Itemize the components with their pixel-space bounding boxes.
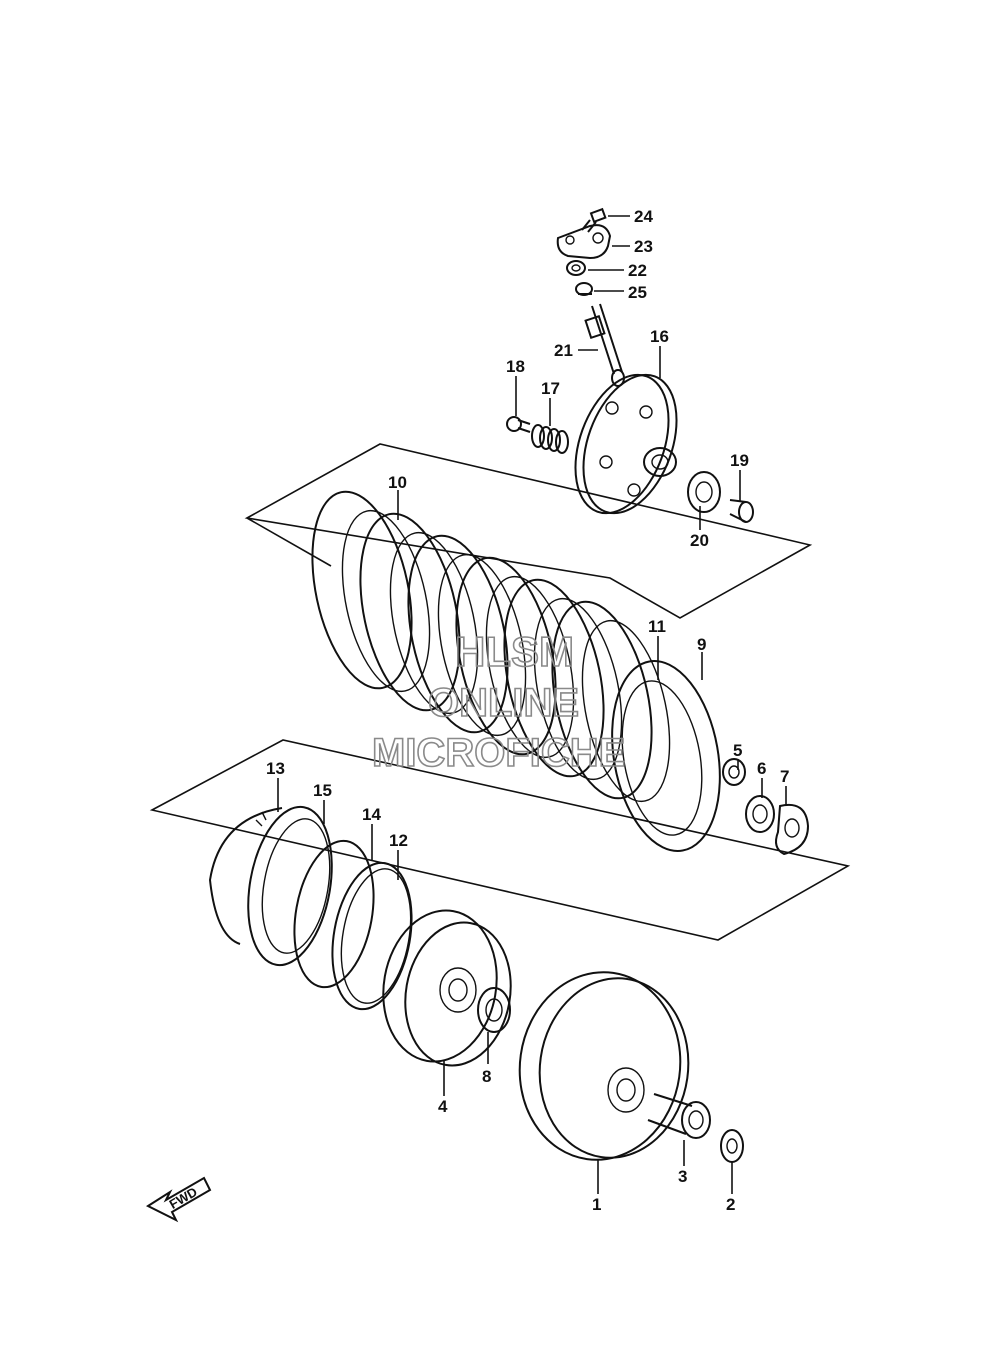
callout-8: 8 (482, 1067, 491, 1086)
seal-22 (566, 260, 586, 276)
callout-20: 20 (690, 531, 709, 550)
spacer-3 (647, 1093, 711, 1139)
bolt-18 (506, 416, 531, 433)
bearing-20 (687, 471, 721, 513)
plate-23 (556, 224, 612, 260)
callout-3: 3 (678, 1167, 687, 1186)
watermark-line-3: MICROFICHE (372, 731, 625, 775)
watermark: HLSM ONLINE MICROFICHE (371, 627, 626, 776)
callout-1: 1 (592, 1195, 601, 1214)
seat-13 (208, 807, 283, 945)
callout-7: 7 (780, 767, 789, 786)
callout-9: 9 (697, 635, 706, 654)
callout-14: 14 (362, 805, 381, 824)
driven-plates-11 (341, 509, 671, 803)
pressure-plate-16 (574, 373, 678, 515)
callout-16: 16 (650, 327, 669, 346)
plate-group-frame (244, 443, 813, 619)
washer-2 (720, 1129, 744, 1163)
spring-17 (531, 424, 569, 454)
spring-washer-seat-14 (293, 839, 375, 989)
callout-25: 25 (628, 283, 647, 302)
callout-15: 15 (313, 781, 332, 800)
watermark-line-2: ONLINE (428, 681, 579, 725)
nut-5 (722, 758, 746, 786)
clutch-hub-4 (382, 909, 512, 1067)
lock-washer-7 (775, 804, 810, 856)
callout-11: 11 (648, 617, 666, 636)
callout-12: 12 (389, 831, 408, 850)
spring-washer-15 (247, 805, 333, 967)
washer-6 (745, 795, 775, 833)
callout-2: 2 (726, 1195, 735, 1214)
callout-19: 19 (730, 451, 749, 470)
watermark-line-1: HLSM (455, 628, 574, 675)
callout-13: 13 (266, 759, 285, 778)
callout-17: 17 (541, 379, 560, 398)
fwd-label: FWD (167, 1184, 200, 1212)
callout-24: 24 (634, 207, 653, 226)
primary-driven-gear-1 (518, 971, 690, 1161)
drive-plate-9 (611, 660, 721, 852)
leader-lines (277, 215, 787, 1194)
wire-ring-12 (331, 861, 413, 1011)
pin-19 (729, 499, 754, 523)
fwd-direction-badge: FWD (145, 1176, 212, 1223)
callout-10: 10 (388, 473, 407, 492)
callout-23: 23 (634, 237, 653, 256)
callout-22: 22 (628, 261, 647, 280)
hub-group-frame (149, 739, 851, 941)
callout-21: 21 (554, 341, 573, 360)
plate-frame-edge-left (246, 517, 332, 567)
callout-6: 6 (757, 759, 766, 778)
cap-25 (575, 282, 593, 296)
callout-5: 5 (733, 741, 742, 760)
release-rod-21 (584, 303, 625, 387)
callout-4: 4 (438, 1097, 448, 1116)
callout-18: 18 (506, 357, 525, 376)
washer-8 (477, 987, 511, 1033)
